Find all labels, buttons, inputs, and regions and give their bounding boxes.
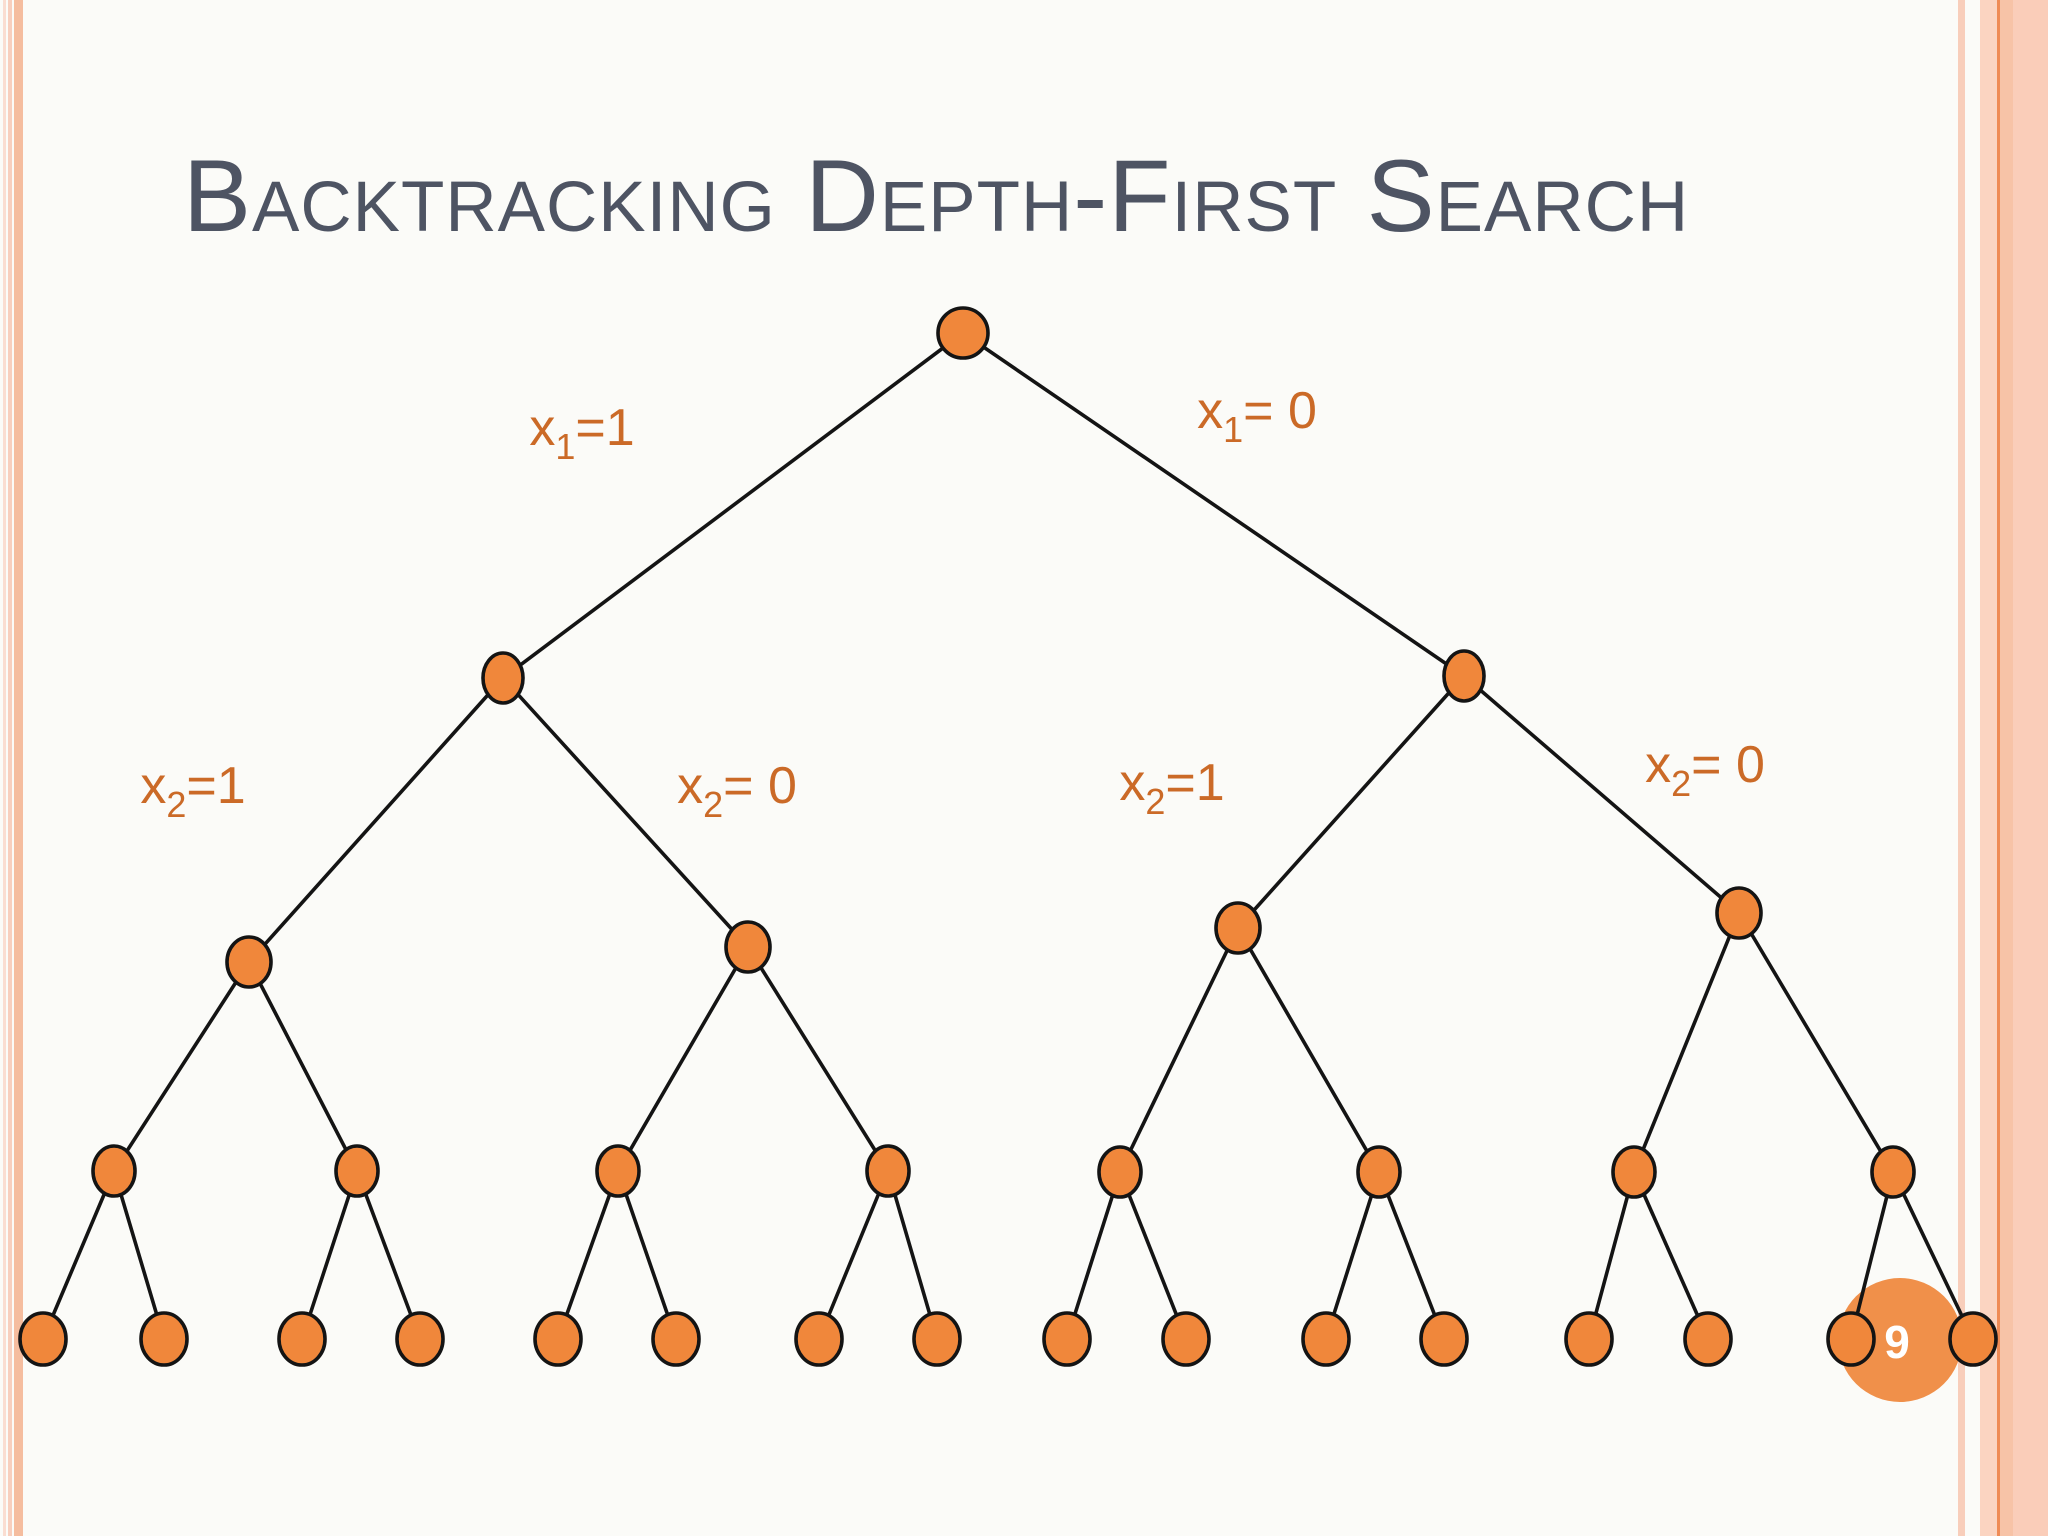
tree-node — [533, 1311, 583, 1367]
edge-label: x2=1 — [1119, 754, 1224, 822]
tree-edge — [1065, 1171, 1122, 1340]
tree-node — [225, 935, 273, 989]
tree-node — [91, 1144, 137, 1198]
tree-edge — [1236, 927, 1381, 1173]
right-border-stripe — [1958, 0, 1965, 1536]
tree-node — [481, 651, 525, 705]
tree-node — [651, 1311, 701, 1367]
left-border-stripe-inner — [8, 0, 12, 1536]
page-number-badge — [1838, 1278, 1962, 1402]
tree-node — [1826, 1311, 1876, 1367]
tree-edge — [355, 1170, 422, 1340]
tree-edge — [817, 1170, 890, 1340]
edge-label: x1=1 — [529, 399, 634, 467]
tree-edge — [616, 1170, 678, 1340]
tree-node — [1870, 1145, 1916, 1199]
tree-edge — [616, 946, 750, 1172]
tree-node — [1948, 1311, 1998, 1367]
tree-edge — [1632, 912, 1741, 1173]
tree-edge — [886, 1170, 939, 1340]
tree-node — [595, 1144, 641, 1198]
tree-edge — [300, 1170, 359, 1340]
page-number: 9 — [1884, 1316, 1910, 1368]
tree-node — [18, 1311, 68, 1367]
tree-node — [1356, 1145, 1402, 1199]
tree-edge — [1632, 1171, 1710, 1340]
tree-edge — [1849, 1171, 1895, 1340]
tree-edge — [1118, 927, 1240, 1173]
tree-node — [1611, 1145, 1657, 1199]
tree-edge — [501, 331, 965, 680]
tree-node — [1564, 1311, 1614, 1367]
tree-edge — [1462, 674, 1741, 915]
tree-node — [865, 1144, 911, 1198]
tree-edge — [41, 1170, 116, 1340]
right-border-band-2 — [2000, 0, 2013, 1536]
tree-node — [1097, 1145, 1143, 1199]
right-border-band-3 — [2013, 0, 2048, 1536]
tree-edge — [247, 961, 359, 1172]
tree-edge — [1587, 1171, 1636, 1340]
tree-edge — [961, 331, 1466, 678]
edge-label: x2=1 — [140, 757, 245, 825]
tree-edge — [501, 676, 750, 949]
tree-node — [794, 1311, 844, 1367]
left-border-stripe-outer — [3, 0, 6, 1536]
edge-label: x2= 0 — [677, 757, 797, 825]
tree-node — [277, 1311, 327, 1367]
tree-node — [1042, 1311, 1092, 1367]
tree-edge — [1377, 1171, 1446, 1340]
tree-node — [724, 920, 772, 974]
tree-node — [139, 1311, 189, 1367]
tree-node — [936, 306, 990, 360]
tree-edge — [112, 961, 251, 1172]
edge-label: x1= 0 — [1197, 382, 1317, 450]
tree-edge — [1737, 912, 1895, 1173]
tree-edge — [1891, 1171, 1975, 1340]
right-border-accent-line — [1997, 0, 2000, 1536]
tree-node — [395, 1311, 445, 1367]
tree-edge — [247, 676, 505, 964]
edge-label: x2= 0 — [1645, 736, 1765, 804]
left-border-band — [14, 0, 23, 1536]
tree-edge — [556, 1170, 620, 1340]
tree-node — [334, 1144, 380, 1198]
slide-title: Backtracking Depth-First Search — [183, 139, 1690, 253]
right-border-band-1 — [1980, 0, 1997, 1536]
tree-node — [1214, 901, 1262, 955]
tree-edge — [1236, 674, 1466, 930]
tree-node — [1161, 1311, 1211, 1367]
tree-node — [1419, 1311, 1469, 1367]
tree-node — [1715, 886, 1763, 940]
tree-edge — [746, 946, 890, 1172]
tree-edge — [1324, 1171, 1381, 1340]
tree-edge — [1118, 1171, 1188, 1340]
tree-node — [912, 1311, 962, 1367]
tree-edge — [112, 1170, 166, 1340]
tree-node — [1442, 649, 1486, 703]
tree-node — [1301, 1311, 1351, 1367]
tree-node — [1683, 1311, 1733, 1367]
